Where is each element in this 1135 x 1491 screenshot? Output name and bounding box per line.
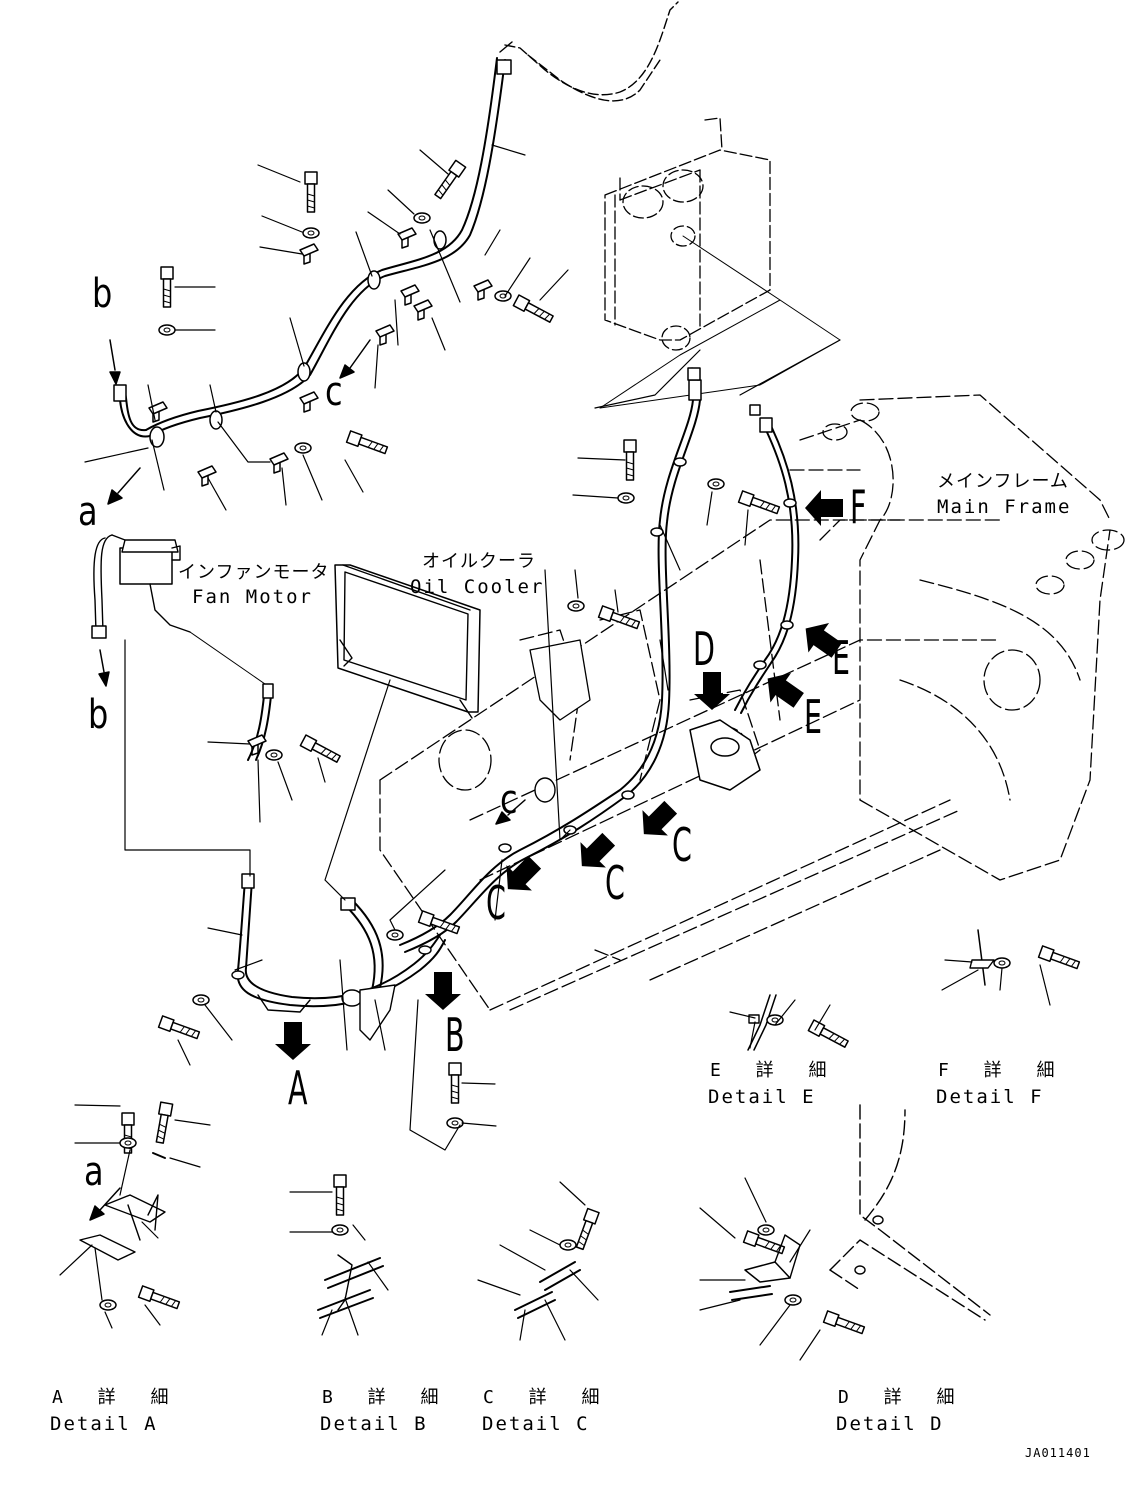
callout-c-2: c	[500, 777, 518, 823]
detail-E-title-jp: E 詳 細	[710, 1060, 839, 1081]
detail-C-title-jp: C 詳 細	[483, 1387, 612, 1408]
callout-A: A	[288, 1061, 308, 1115]
detail-F-title-jp: F 詳 細	[938, 1060, 1067, 1081]
callout-F: F	[850, 480, 867, 534]
callout-E-1: E	[832, 631, 851, 685]
callout-b-1: b	[92, 271, 113, 317]
callout-B: B	[445, 1008, 465, 1062]
drawing-code: JA011401	[1025, 1446, 1091, 1460]
detail-A-title-en: Detail A	[50, 1413, 158, 1435]
detail-B-title-en: Detail B	[320, 1413, 428, 1435]
callout-c-1: c	[325, 369, 343, 415]
detail-B-title-jp: B 詳 細	[322, 1387, 451, 1408]
detail-D-title-en: Detail D	[836, 1413, 944, 1435]
callout-a-2: a	[84, 1149, 104, 1195]
callout-a-1: a	[78, 489, 98, 535]
callout-C-1: C	[486, 876, 506, 930]
upper-hose-assembly	[113, 1, 679, 438]
fan-motor-label-jp: インファンモータ	[178, 562, 330, 583]
main-frame-label-en: Main Frame	[937, 496, 1072, 518]
callout-b-2: b	[88, 692, 109, 738]
oil-cooler	[334, 564, 481, 719]
oil-cooler-label-en: Oil Cooler	[410, 576, 545, 598]
callout-D: D	[693, 622, 715, 676]
callout-C-3: C	[672, 818, 692, 872]
main-frame-label-jp: メインフレーム	[937, 471, 1069, 492]
fan-motor-label-en: Fan Motor	[192, 586, 313, 608]
fan-motor	[91, 534, 191, 639]
callout-E-2: E	[804, 690, 823, 744]
oil-cooler-label-jp: オイルクーラ	[422, 551, 536, 572]
detail-C-title-en: Detail C	[482, 1413, 590, 1435]
detail-E-title-en: Detail E	[708, 1086, 816, 1108]
callout-C-2: C	[605, 856, 625, 910]
detail-A-title-jp: A 詳 細	[52, 1387, 181, 1408]
detail-F-title-en: Detail F	[936, 1086, 1044, 1108]
detail-D-title-jp: D 詳 細	[838, 1387, 967, 1408]
callout-arrows	[275, 490, 843, 1060]
transmission-case	[604, 117, 771, 341]
